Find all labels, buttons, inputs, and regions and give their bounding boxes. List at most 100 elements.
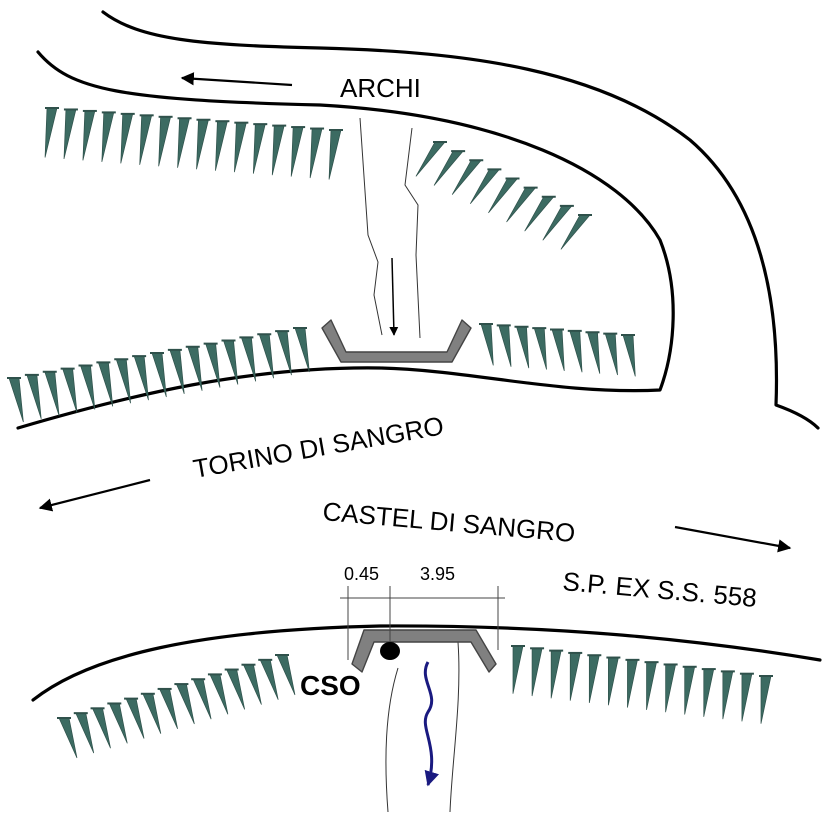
embankment-tooth xyxy=(665,664,677,713)
embankment-hatch-upper-left xyxy=(44,107,343,180)
embankment-tooth xyxy=(133,355,149,401)
embankment-tooth xyxy=(646,661,657,710)
embankment-hatch-lower-left xyxy=(57,654,296,759)
dimension-left-label: 0.45 xyxy=(344,564,379,584)
embankment-tooth xyxy=(91,707,111,749)
embankment-tooth xyxy=(703,668,715,717)
embankment-tooth xyxy=(226,669,246,710)
embankment-tooth xyxy=(82,110,96,161)
embankment-tooth xyxy=(469,169,501,205)
embankment-tooth xyxy=(44,107,58,158)
embankment-tooth xyxy=(328,129,342,180)
archi-label: ARCHI xyxy=(340,73,421,103)
embankment-tooth xyxy=(58,717,78,759)
embankment-tooth xyxy=(108,703,128,744)
embankment-tooth xyxy=(192,678,212,720)
embankment-tooth xyxy=(451,159,483,195)
embankment-tooth xyxy=(550,650,562,699)
upper-flow-arrow xyxy=(389,257,399,336)
embankment-tooth xyxy=(760,675,772,724)
embankment-tooth xyxy=(588,654,600,704)
embankment-tooth xyxy=(433,150,464,186)
embankment-tooth xyxy=(97,362,114,407)
embankment-tooth xyxy=(209,674,229,715)
embankment-tooth xyxy=(26,374,42,420)
embankment-tooth xyxy=(488,178,519,214)
embankment-tooth xyxy=(101,112,115,162)
torino-direction-arrow xyxy=(38,478,151,512)
embankment-hatch-middle-left xyxy=(7,327,310,423)
embankment-tooth xyxy=(480,323,494,366)
torino-label: TORINO DI SANGRO xyxy=(191,410,446,484)
archi-direction-arrow xyxy=(180,72,293,87)
archi-road-outer-edge xyxy=(101,10,820,430)
archi-road-inner-edge xyxy=(16,50,675,430)
embankment-hatch-middle-right xyxy=(479,323,636,377)
embankment-tooth xyxy=(63,109,77,160)
embankment-tooth xyxy=(142,693,162,734)
embankment-tooth xyxy=(542,205,573,241)
main-road-lower-edge xyxy=(31,624,822,702)
embankment-tooth xyxy=(276,330,292,376)
embankment-tooth xyxy=(294,327,310,373)
embankment-tooth xyxy=(242,664,262,705)
castel-label: CASTEL DI SANGRO xyxy=(321,496,576,548)
embankment-tooth xyxy=(684,666,696,715)
embankment-tooth xyxy=(512,645,524,694)
lower-stream-right-bank xyxy=(449,641,460,813)
lower-flow-arrow xyxy=(423,661,440,787)
embankment-tooth xyxy=(290,126,304,177)
embankment-tooth xyxy=(608,657,619,706)
cso-point xyxy=(380,642,400,660)
embankment-tooth xyxy=(533,327,547,370)
road-label: S.P. EX S.S. 558 xyxy=(561,566,758,613)
cso-label: CSO xyxy=(300,670,361,701)
embankment-tooth xyxy=(196,119,209,170)
dimension-right-label: 3.95 xyxy=(420,564,455,584)
embankment-tooth xyxy=(569,652,581,701)
embankment-tooth xyxy=(415,141,446,177)
embankment-tooth xyxy=(159,688,178,730)
embankment-tooth xyxy=(309,128,323,179)
embankment-tooth xyxy=(587,331,601,374)
lower-culvert xyxy=(351,629,497,673)
embankment-tooth xyxy=(258,333,274,379)
embankment-tooth xyxy=(498,325,512,367)
embankment-tooth xyxy=(276,654,296,696)
embankment-tooth xyxy=(531,647,543,697)
embankment-tooth xyxy=(524,196,555,232)
embankment-hatch-upper-right xyxy=(415,141,592,250)
upper-stream-left-bank xyxy=(359,117,383,336)
embankment-hatch-lower-right xyxy=(511,645,773,724)
castel-direction-arrow xyxy=(674,525,792,553)
embankment-tooth xyxy=(80,365,96,410)
embankment-tooth xyxy=(120,113,134,164)
embankment-tooth xyxy=(506,187,537,223)
embankment-tooth xyxy=(175,683,195,725)
embankment-tooth xyxy=(139,114,153,165)
embankment-tooth xyxy=(177,117,190,168)
embankment-tooth xyxy=(115,358,131,404)
embankment-tooth xyxy=(560,214,591,250)
embankment-tooth xyxy=(551,329,565,371)
embankment-tooth xyxy=(569,330,583,373)
embankment-tooth xyxy=(722,671,734,720)
embankment-tooth xyxy=(271,125,285,176)
embankment-tooth xyxy=(516,326,530,369)
embankment-tooth xyxy=(252,123,266,174)
embankment-tooth xyxy=(215,120,228,171)
upper-culvert xyxy=(321,319,472,363)
embankment-tooth xyxy=(627,659,638,708)
embankment-tooth xyxy=(604,333,618,376)
lower-stream-left-bank xyxy=(385,667,399,813)
embankment-tooth xyxy=(259,659,279,700)
embankment-tooth xyxy=(741,673,753,722)
embankment-tooth xyxy=(44,371,60,416)
embankment-tooth xyxy=(234,122,247,173)
embankment-tooth xyxy=(125,698,145,739)
embankment-tooth xyxy=(75,712,95,754)
embankment-tooth xyxy=(158,116,172,167)
upper-stream-right-bank xyxy=(404,127,421,339)
embankment-tooth xyxy=(62,368,78,413)
